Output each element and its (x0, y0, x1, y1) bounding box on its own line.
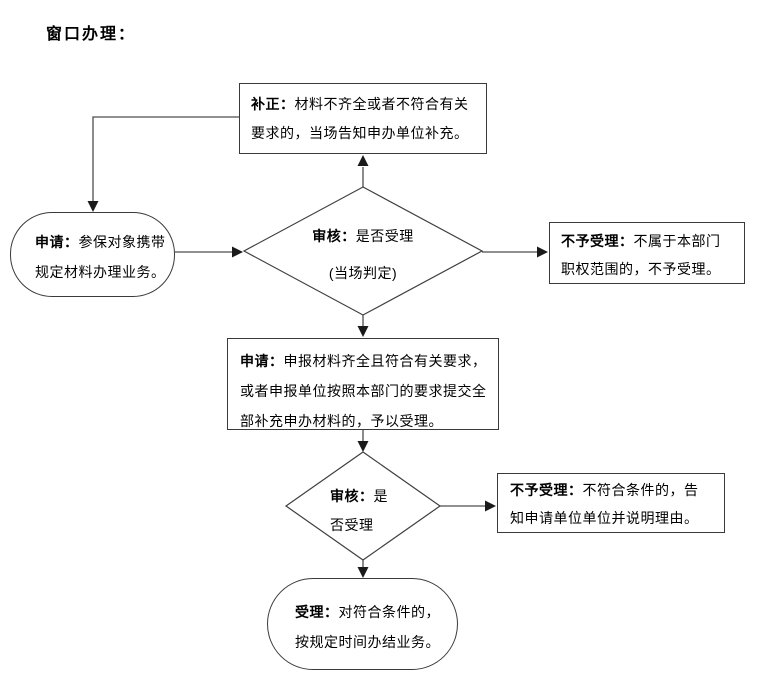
node-apply1-label: 申请： (35, 234, 79, 250)
node-accept-label: 受理： (295, 604, 339, 620)
node-supplement-text: 材料不齐全或者不符合有关 要求的，当场告知申办单位补充。 (251, 96, 469, 141)
decision-review2-label: 审核： (330, 488, 374, 504)
arrowhead-right-reject1 (537, 246, 548, 258)
arrowhead-down-review2 (357, 441, 369, 452)
page-title: 窗口办理： (46, 26, 137, 43)
decision-review1-label: 审核： (312, 228, 356, 244)
node-apply2-text: 申报材料齐全且符合有关要求， 或者申报单位按照本部门的要求提交全 部补充申办材料… (240, 353, 487, 429)
node-reject2-text: 不符合条件的，告 知申请单位单位并说明理由。 (510, 482, 699, 526)
node-reject1-rect: 不予受理：不属于本部门 职权范围的，不予受理。 (549, 222, 745, 284)
node-apply1-text: 参保对象携带 规定材料办理业务。 (35, 234, 166, 280)
decision-diamond-review2 (284, 451, 442, 561)
decision-review2-question: 是否受理 (330, 488, 388, 533)
decision-review2-text: 审核：是否受理 (330, 482, 396, 540)
arrowhead-down-apply1 (87, 201, 99, 212)
node-accept-stadium: 受理：对符合条件的， 按规定时间办结业务。 (267, 578, 458, 670)
node-apply2-label: 申请： (240, 353, 284, 369)
node-supplement-label: 补正： (251, 96, 295, 112)
node-supplement-rect: 补正：材料不齐全或者不符合有关 要求的，当场告知申办单位补充。 (239, 83, 487, 154)
arrowhead-down-accept (357, 567, 369, 578)
node-reject2-rect: 不予受理：不符合条件的，告 知申请单位单位并说明理由。 (497, 473, 725, 533)
node-reject1-label: 不予受理： (561, 233, 634, 249)
node-accept-text: 对符合条件的， 按规定时间办结业务。 (295, 604, 440, 650)
decision-diamond-review1 (242, 186, 484, 316)
node-reject1-text: 不属于本部门 职权范围的，不予受理。 (561, 233, 721, 277)
node-reject2-label: 不予受理： (510, 482, 583, 498)
arrowhead-right-review1 (232, 246, 243, 258)
decision-review1-question: 是否受理 (355, 228, 414, 244)
decision-review1-text: 审核：是否受理 (当场判定) (263, 226, 463, 283)
arrowhead-down-apply2 (357, 326, 369, 337)
decision-review1-note: (当场判定) (328, 265, 398, 281)
node-apply2-rect: 申请：申报材料齐全且符合有关要求， 或者申报单位按照本部门的要求提交全 部补充申… (227, 338, 499, 430)
node-apply1-stadium: 申请：参保对象携带 规定材料办理业务。 (10, 212, 175, 297)
arrowhead-right-reject2 (485, 500, 496, 512)
connector-supplement-to-apply1 (92, 116, 239, 201)
decision-review1-line: 审核：是否受理 (263, 226, 463, 246)
arrowhead-up-supplement (357, 155, 369, 166)
